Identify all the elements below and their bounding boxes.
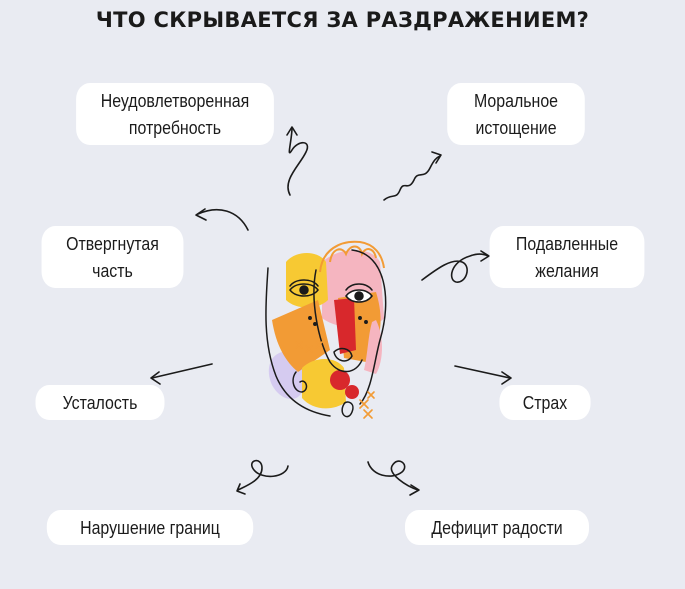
arrowhead-rejected-part	[195, 208, 207, 221]
item-unmet-need-line1: Неудовлетворенная	[100, 90, 250, 111]
item-rejected-part-line1: Отвергнутая	[66, 233, 159, 254]
item-fatigue-label: Усталость	[62, 392, 138, 413]
item-fear: Страх	[499, 385, 591, 420]
item-rejected-part: Отвергнутая часть	[41, 226, 184, 288]
item-rejected-part-line2: часть	[92, 260, 133, 281]
arrow-moral-exhaustion	[383, 155, 441, 201]
item-joy-deficit-label: Дефицит радости	[431, 517, 563, 538]
arrow-joy-deficit	[367, 460, 419, 491]
arrowhead-fear	[501, 371, 512, 385]
arrowhead-joy-deficit	[409, 484, 420, 496]
item-moral-exhaustion-line1: Моральное	[473, 90, 559, 111]
arrow-unmet-need	[287, 127, 309, 196]
face-illustration	[265, 240, 387, 419]
item-boundary-violation-label: Нарушение границ	[80, 517, 220, 538]
arrowhead-suppressed-desires	[480, 250, 490, 262]
arrow-fatigue	[151, 363, 213, 379]
arrow-suppressed-desires	[421, 253, 489, 283]
item-joy-deficit: Дефицит радости	[404, 510, 590, 545]
arrow-fear	[454, 365, 511, 379]
arrow-boundary	[237, 459, 289, 491]
arrowhead-fatigue	[150, 371, 161, 385]
arrowhead-unmet-need	[286, 126, 298, 136]
item-unmet-need: Неудовлетворенная потребность	[76, 83, 274, 145]
item-fatigue: Усталость	[35, 385, 165, 420]
arrowhead-moral-exhaustion	[431, 151, 442, 164]
item-moral-exhaustion-line2: истощение	[475, 117, 557, 138]
page-title: ЧТО СКРЫВАЕТСЯ ЗА РАЗДРАЖЕНИЕМ?	[95, 8, 590, 32]
item-fear-label: Страх	[522, 392, 568, 413]
item-moral-exhaustion: Моральное истощение	[447, 83, 585, 145]
item-suppressed-desires: Подавленные желания	[489, 226, 645, 288]
arrow-rejected-part	[197, 208, 249, 231]
item-unmet-need-line2: потребность	[128, 117, 222, 138]
arrowhead-boundary	[236, 483, 246, 495]
item-suppressed-desires-line2: желания	[535, 260, 599, 281]
item-boundary-violation: Нарушение границ	[46, 510, 254, 545]
item-suppressed-desires-line1: Подавленные	[515, 233, 619, 254]
